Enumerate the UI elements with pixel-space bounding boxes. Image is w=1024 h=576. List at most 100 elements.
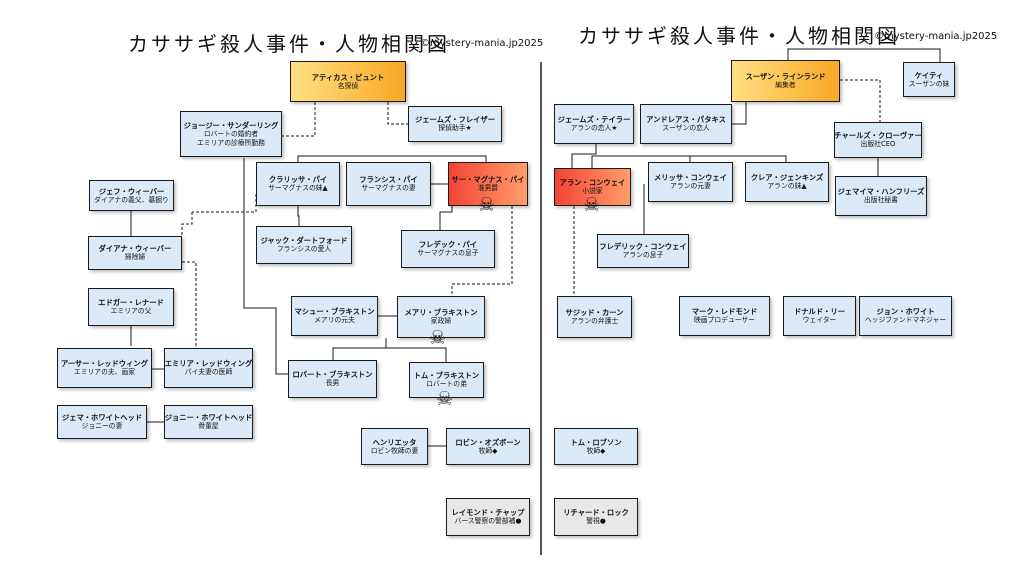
node-clarissa[interactable]: クラリッサ・パイ サーマグナスの妹▲: [256, 162, 340, 206]
node-atticus[interactable]: アティカス・ピュント 名探偵: [290, 61, 406, 102]
node-name: フレデック・パイ: [418, 240, 478, 250]
node-richard[interactable]: リチャード・ロック 警視●: [554, 498, 638, 536]
node-mark[interactable]: マーク・レドモンド 映画プロデューサー: [679, 296, 770, 336]
node-desc: 出版社CEO: [860, 140, 896, 149]
node-magnus[interactable]: サー・マグナス・パイ 准男爵: [448, 162, 528, 206]
node-charles[interactable]: チャールズ・クローヴァー 出版社CEO: [834, 122, 922, 158]
node-name: クラリッサ・パイ: [268, 175, 328, 185]
line-clarissa-magnus: [297, 155, 487, 162]
node-melissa[interactable]: メリッサ・コンウェイ アランの元妻: [648, 162, 733, 202]
node-desc: 警視●: [586, 517, 606, 526]
node-name: ジェマ・ホワイトヘッド: [61, 413, 143, 423]
node-mary[interactable]: メアリ・ブラキストン 家政婦: [397, 296, 485, 338]
node-name: チャールズ・クローヴァー: [834, 131, 922, 141]
node-diana[interactable]: ダイアナ・ウィーバー 掃除婦: [88, 236, 182, 270]
node-desc: アランの恋人★: [570, 124, 618, 133]
node-tom-b[interactable]: トム・ブラキストン ロバートの弟: [409, 362, 484, 398]
node-name: レイモンド・チャップ: [451, 508, 525, 518]
node-desc: ロバートの弟: [426, 380, 467, 389]
node-susan[interactable]: スーザン・ラインランド 編集者: [731, 60, 840, 102]
node-name: フランシス・パイ: [359, 175, 418, 185]
line-diana-emilia: [182, 261, 197, 346]
node-desc: サーマグナスの息子: [417, 249, 479, 258]
node-desc: 准男爵: [477, 184, 499, 193]
skull-crossbones-icon: ☠: [583, 194, 601, 216]
line-magnus-fredeck: [439, 206, 453, 230]
node-john[interactable]: ジョン・ホワイト ヘッジファンドマネジャー: [859, 296, 952, 336]
node-katie[interactable]: ケイティ スーザンの妹: [903, 62, 955, 97]
node-frederick[interactable]: フレデリック・コンウェイ アランの息子: [597, 234, 689, 268]
node-tom-r[interactable]: トム・ロブソン 牧師◆: [554, 428, 638, 465]
left-credit: ©mystery-mania.jp2025: [420, 38, 544, 49]
node-name: アラン・コンウェイ: [559, 178, 626, 188]
node-frances[interactable]: フランシス・パイ サーマグナスの妻: [346, 162, 431, 206]
node-raymond[interactable]: レイモンド・チャップ バース警察の警部補●: [446, 498, 530, 536]
node-desc: ダイアナの義父、墓掘り: [94, 195, 169, 204]
node-name: エミリア・レッドウィング: [164, 359, 253, 369]
node-desc: サーマグナスの妻: [361, 184, 416, 193]
line-clarissa-jack: [297, 206, 300, 226]
node-george[interactable]: ジョージー・サンダーリング ロバートの婚約者 エミリアの診療所勤務: [180, 111, 282, 157]
node-gemma[interactable]: ジェマ・ホワイトヘッド ジョニーの妻: [57, 405, 147, 439]
node-johnny[interactable]: ジョニー・ホワイトヘッド 骨董屋: [164, 405, 253, 439]
node-jeff[interactable]: ジェフ・ウィーバー ダイアナの義父、墓掘り: [89, 180, 174, 211]
node-desc: 映画プロデューサー: [693, 316, 756, 325]
node-name: トム・ロブソン: [570, 437, 622, 447]
node-desc: 掃除婦: [124, 253, 146, 262]
node-james-taylor[interactable]: ジェームズ・テイラー アランの恋人★: [554, 104, 634, 144]
line-susan-katie: [787, 48, 941, 62]
node-desc: メアリの元夫: [314, 316, 355, 325]
node-desc: バース警察の警部補●: [454, 517, 522, 526]
node-donald[interactable]: ドナルド・リー ウェイター: [783, 296, 856, 336]
node-emilia[interactable]: エミリア・レッドウィング パイ夫妻の医師: [164, 348, 253, 388]
line-mary-robert: [332, 338, 387, 360]
node-name: ロバート・ブラキストン: [292, 370, 373, 380]
node-desc: アランの元妻: [670, 182, 711, 191]
node-jack[interactable]: ジャック・ダートフォード フランシスの愛人: [256, 226, 352, 264]
node-desc: ヘッジファンドマネジャー: [864, 316, 947, 325]
node-sajid[interactable]: サジッド・カーン アランの弁護士: [557, 296, 632, 338]
node-name: サジッド・カーン: [565, 308, 624, 318]
line-clarissa-diana: [192, 194, 257, 213]
skull-crossbones-icon: ☠: [478, 194, 496, 216]
line-george-robert: [243, 158, 288, 375]
node-desc: フランシスの愛人: [276, 245, 332, 254]
node-desc: サーマグナスの妹▲: [268, 184, 328, 193]
node-desc: ウェイター: [802, 316, 837, 325]
node-name: ジェマイマ・ハンフリーズ: [837, 187, 925, 197]
left-title: カササギ殺人事件・人物相関図: [128, 32, 450, 56]
line-alan-melissa: [591, 155, 691, 168]
node-robin[interactable]: ロビン・オズボーン 牧師◆: [446, 428, 530, 465]
skull-crossbones-icon: ☠: [429, 327, 447, 349]
node-henrietta[interactable]: ヘンリエッタ ロビン牧師の妻: [361, 428, 428, 465]
node-desc: 骨董屋: [198, 422, 219, 431]
node-name: ジェームズ・テイラー: [557, 115, 631, 125]
right-title: カササギ殺人事件・人物相関図: [578, 24, 900, 48]
node-desc: 出版社秘書: [864, 196, 898, 205]
node-desc: 名探偵: [337, 81, 359, 90]
node-andreas[interactable]: アンドレアス・パタキス スーザンの恋人: [640, 104, 732, 144]
node-desc: 編集者: [775, 81, 796, 90]
node-matthew[interactable]: マシュー・ブラキストン メアリの元夫: [291, 296, 378, 336]
node-james-fraser[interactable]: ジェームズ・フレイザー 探偵助手★: [408, 106, 502, 142]
node-desc: エミリアの父: [110, 307, 152, 316]
node-desc: スーザンの恋人: [662, 124, 710, 133]
node-jemima[interactable]: ジェマイマ・ハンフリーズ 出版社秘書: [835, 176, 927, 216]
line-atticus-george: [282, 102, 316, 137]
node-name: エドガー・レナード: [98, 298, 164, 308]
node-claire[interactable]: クレア・ジェンキンズ アランの妹▲: [745, 162, 829, 202]
node-fredeck[interactable]: フレデック・パイ サーマグナスの息子: [401, 230, 495, 268]
right-credit: ©mystery-mania.jp2025: [874, 31, 998, 42]
node-desc: アランの弁護士: [570, 317, 619, 326]
node-robert[interactable]: ロバート・ブラキストン 長男: [288, 360, 377, 398]
node-name: アティカス・ピュント: [311, 72, 385, 82]
node-alan[interactable]: アラン・コンウェイ 小説家: [554, 168, 631, 206]
node-edgar[interactable]: エドガー・レナード エミリアの父: [88, 288, 174, 326]
node-desc: アランの妹▲: [767, 182, 807, 191]
node-name: マーク・レドモンド: [691, 307, 758, 317]
line-susan-charles: [840, 79, 881, 122]
node-arthur[interactable]: アーサー・レッドウィング エミリアの夫、画家: [57, 348, 152, 388]
line-magnus-mary: [451, 206, 513, 296]
node-name: ドナルド・リー: [793, 307, 846, 317]
